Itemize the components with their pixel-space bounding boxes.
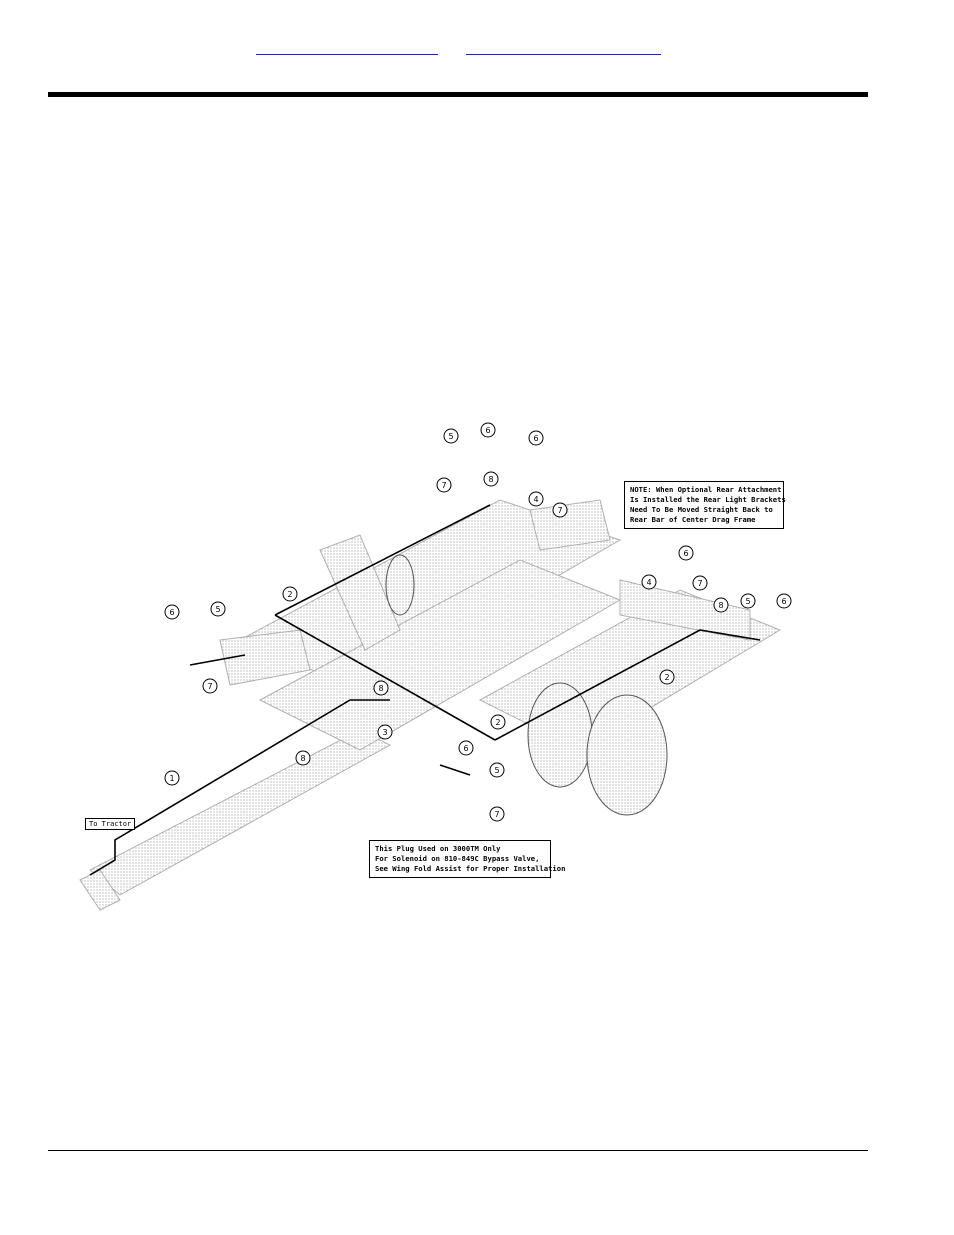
svg-text:6: 6 <box>683 549 688 558</box>
callout: 6 <box>776 593 792 609</box>
svg-text:8: 8 <box>300 754 305 763</box>
svg-text:3: 3 <box>382 728 387 737</box>
svg-text:2: 2 <box>495 718 500 727</box>
svg-text:6: 6 <box>169 608 174 617</box>
callout: 6 <box>458 740 474 756</box>
svg-text:8: 8 <box>378 684 383 693</box>
callout: 1 <box>164 770 180 786</box>
callout: 7 <box>692 575 708 591</box>
header-link-a[interactable] <box>256 40 438 55</box>
callout: 6 <box>480 422 496 438</box>
parts-diagram: 5 6 6 7 8 4 7 6 5 2 6 4 7 8 5 6 2 7 8 3 … <box>79 422 792 911</box>
header-rule <box>48 92 868 97</box>
svg-text:8: 8 <box>488 475 493 484</box>
svg-text:4: 4 <box>646 578 651 587</box>
svg-text:7: 7 <box>494 810 499 819</box>
callout: 2 <box>659 669 675 685</box>
callout: 2 <box>282 586 298 602</box>
callout: 7 <box>202 678 218 694</box>
svg-text:6: 6 <box>463 744 468 753</box>
svg-text:7: 7 <box>557 506 562 515</box>
callout: 5 <box>489 762 505 778</box>
callout: 3 <box>377 724 393 740</box>
callout: 8 <box>483 471 499 487</box>
callout: 4 <box>641 574 657 590</box>
callout: 4 <box>528 491 544 507</box>
svg-text:6: 6 <box>485 426 490 435</box>
callout: 7 <box>552 502 568 518</box>
svg-text:2: 2 <box>664 673 669 682</box>
callout: 6 <box>528 430 544 446</box>
svg-text:6: 6 <box>533 434 538 443</box>
footer-rule <box>48 1150 868 1151</box>
svg-text:7: 7 <box>697 579 702 588</box>
wheels <box>385 554 668 816</box>
callout: 6 <box>164 604 180 620</box>
wiring-harness <box>89 504 761 876</box>
note-plug-solenoid: This Plug Used on 3000TM Only For Soleno… <box>369 840 565 878</box>
svg-text:7: 7 <box>207 682 212 691</box>
callout: 5 <box>210 601 226 617</box>
svg-text:1: 1 <box>169 774 174 783</box>
header-link-b[interactable] <box>466 40 661 55</box>
to-tractor-label: To Tractor <box>85 818 136 830</box>
callout: 6 <box>678 545 694 561</box>
callout: 5 <box>740 593 756 609</box>
callout: 5 <box>443 428 459 444</box>
callout: 8 <box>373 680 389 696</box>
callout: 8 <box>713 597 729 613</box>
svg-text:4: 4 <box>533 495 538 504</box>
callout: 7 <box>436 477 452 493</box>
svg-text:6: 6 <box>781 597 786 606</box>
callout: 2 <box>490 714 506 730</box>
callout-group: 5 6 6 7 8 4 7 6 5 2 6 4 7 8 5 6 2 7 8 3 … <box>164 422 792 822</box>
svg-text:5: 5 <box>494 766 499 775</box>
svg-text:5: 5 <box>745 597 750 606</box>
svg-text:2: 2 <box>287 590 292 599</box>
note-rear-attachment: NOTE: When Optional Rear Attachment Is I… <box>624 481 786 529</box>
callout: 7 <box>489 806 505 822</box>
svg-text:7: 7 <box>441 481 446 490</box>
svg-text:5: 5 <box>215 605 220 614</box>
callout: 8 <box>295 750 311 766</box>
svg-text:5: 5 <box>448 432 453 441</box>
svg-text:8: 8 <box>718 601 723 610</box>
